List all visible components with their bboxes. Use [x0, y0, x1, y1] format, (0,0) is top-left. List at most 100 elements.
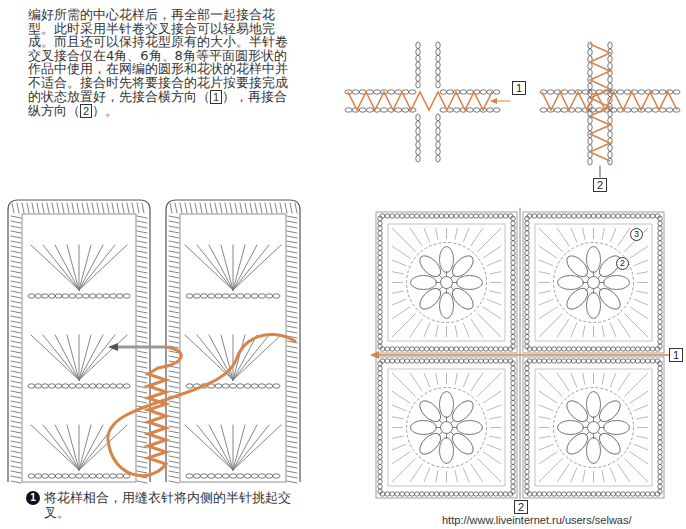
- chain-stitch: [561, 359, 566, 363]
- chain-stitch: [511, 250, 515, 255]
- chain-stitch: [576, 347, 581, 351]
- stitch: [169, 306, 179, 308]
- stitch: [137, 256, 147, 258]
- chain-stitch: [621, 347, 626, 351]
- chain-stitch: [525, 290, 529, 295]
- stitch: [287, 301, 297, 303]
- chain-stitch: [601, 359, 606, 363]
- stitch: [169, 246, 179, 248]
- chain-stitch: [378, 305, 382, 310]
- stitch: [11, 446, 21, 448]
- chain-stitch: [378, 319, 382, 324]
- stitch: [630, 452, 648, 464]
- stitch: [630, 246, 648, 258]
- stitch: [169, 256, 179, 258]
- chain-stitch: [532, 359, 537, 363]
- chain-stitch: [621, 492, 626, 496]
- stitch: [11, 221, 21, 223]
- chain-stitch: [419, 347, 424, 351]
- stitch: [137, 311, 147, 313]
- stitch: [424, 373, 430, 387]
- chain-stitch: [525, 280, 529, 285]
- chain-stitch: [251, 474, 258, 478]
- stitch: [446, 289, 447, 294]
- chain-stitch: [409, 90, 416, 94]
- chain-stitch: [429, 492, 434, 496]
- chain-stitch: [89, 384, 96, 388]
- chain-stitch: [200, 474, 207, 478]
- stitch: [634, 260, 648, 266]
- stitch: [169, 381, 179, 383]
- chain-stitch: [511, 310, 515, 315]
- chain-stitch: [658, 371, 662, 376]
- chain-stitch: [429, 347, 434, 351]
- petal: [449, 397, 477, 425]
- stitch: [233, 425, 245, 470]
- stitch: [11, 391, 21, 393]
- chain-stitch: [123, 474, 130, 478]
- stitch: [169, 316, 179, 318]
- chain-stitch: [378, 469, 382, 474]
- stitch: [287, 366, 297, 368]
- stitch: [137, 376, 147, 378]
- chain-stitch: [215, 384, 222, 388]
- chain-stitch: [416, 68, 420, 75]
- chain-stitch: [208, 474, 215, 478]
- chain-stitch: [635, 359, 640, 363]
- chain-stitch: [381, 108, 388, 112]
- chain-stitch: [416, 141, 420, 148]
- chain-stitch: [55, 474, 62, 478]
- chain-stitch: [525, 216, 529, 221]
- chain-stitch: [581, 359, 586, 363]
- instruction-text: ）。: [92, 103, 118, 118]
- chain-stitch: [588, 124, 592, 131]
- stitch: [137, 321, 147, 323]
- petal: [440, 293, 454, 319]
- chain-stitch: [542, 359, 547, 363]
- chain-stitch: [525, 460, 529, 465]
- chain-stitch: [575, 108, 582, 112]
- chain-stitch: [378, 400, 382, 405]
- stitch: [209, 335, 233, 380]
- chain-stitch: [525, 334, 529, 339]
- stitch: [478, 373, 501, 396]
- chain-stitch: [616, 359, 621, 363]
- chain-stitch: [400, 347, 405, 351]
- chain-stitch: [434, 359, 439, 363]
- stitch: [55, 425, 79, 470]
- chain-stitch: [511, 329, 515, 334]
- chain-stitch: [488, 359, 493, 363]
- chain-stitch: [390, 347, 395, 351]
- stitch: [169, 311, 179, 313]
- stitch: [539, 314, 562, 337]
- chain-stitch: [215, 474, 222, 478]
- callout-number: 2: [80, 104, 92, 118]
- stitch: [637, 417, 648, 419]
- chain-stitch: [537, 359, 542, 363]
- chain-stitch: [82, 294, 89, 298]
- square-inner: [180, 214, 286, 482]
- stitch: [593, 417, 594, 422]
- stitch: [287, 281, 297, 283]
- chain-stitch: [483, 492, 488, 496]
- chain-stitch: [416, 135, 420, 142]
- stitch: [169, 341, 179, 343]
- chain-stitch: [424, 347, 429, 351]
- chain-stitch: [511, 410, 515, 415]
- stitch: [557, 228, 569, 246]
- chain-stitch: [525, 484, 529, 489]
- chain-stitch: [378, 489, 382, 494]
- crochet-illustration: [8, 200, 300, 483]
- chain-stitch: [511, 435, 515, 440]
- chain-stitch: [658, 376, 662, 381]
- stitch: [137, 246, 147, 248]
- chain-stitch: [525, 386, 529, 391]
- chain-stitch: [503, 347, 508, 351]
- petal: [440, 392, 454, 418]
- chain-stitch: [511, 344, 515, 349]
- chain-stitch: [378, 455, 382, 460]
- stitch: [137, 391, 147, 393]
- chain-stitch: [96, 384, 103, 388]
- chain-stitch: [373, 90, 380, 94]
- chain-stitch: [658, 415, 662, 420]
